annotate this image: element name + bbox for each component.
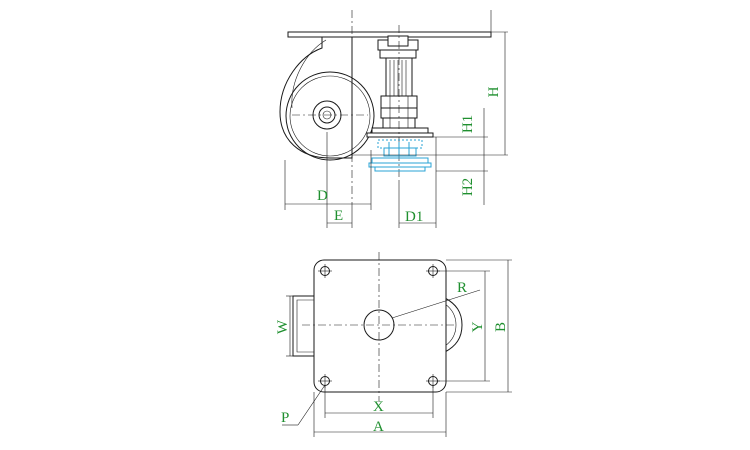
- wheel-left-outline: [292, 295, 314, 357]
- dim-label-Y: Y: [470, 321, 486, 332]
- dim-label-H: H: [486, 86, 502, 97]
- dim-label-R: R: [457, 280, 467, 296]
- dim-label-X: X: [373, 399, 384, 415]
- wheel: [285, 71, 375, 161]
- leveling-stem: [366, 25, 434, 180]
- top-view: [282, 252, 512, 437]
- dim-label-B: B: [493, 322, 509, 332]
- mounting-plate: [313, 259, 447, 393]
- dim-label-D: D: [317, 188, 328, 204]
- dim-label-E: E: [334, 208, 343, 224]
- dim-label-D1: D1: [405, 209, 423, 225]
- wheel-right-outline: [444, 297, 463, 353]
- dim-label-W: W: [275, 319, 291, 334]
- dim-label-H2: H2: [460, 178, 476, 196]
- side-view: [279, 10, 508, 228]
- dim-label-A: A: [373, 419, 384, 435]
- caster-fork: [279, 37, 353, 159]
- leveling-pad: [368, 139, 432, 172]
- dim-label-H1: H1: [460, 115, 476, 133]
- dim-label-P: P: [281, 410, 289, 426]
